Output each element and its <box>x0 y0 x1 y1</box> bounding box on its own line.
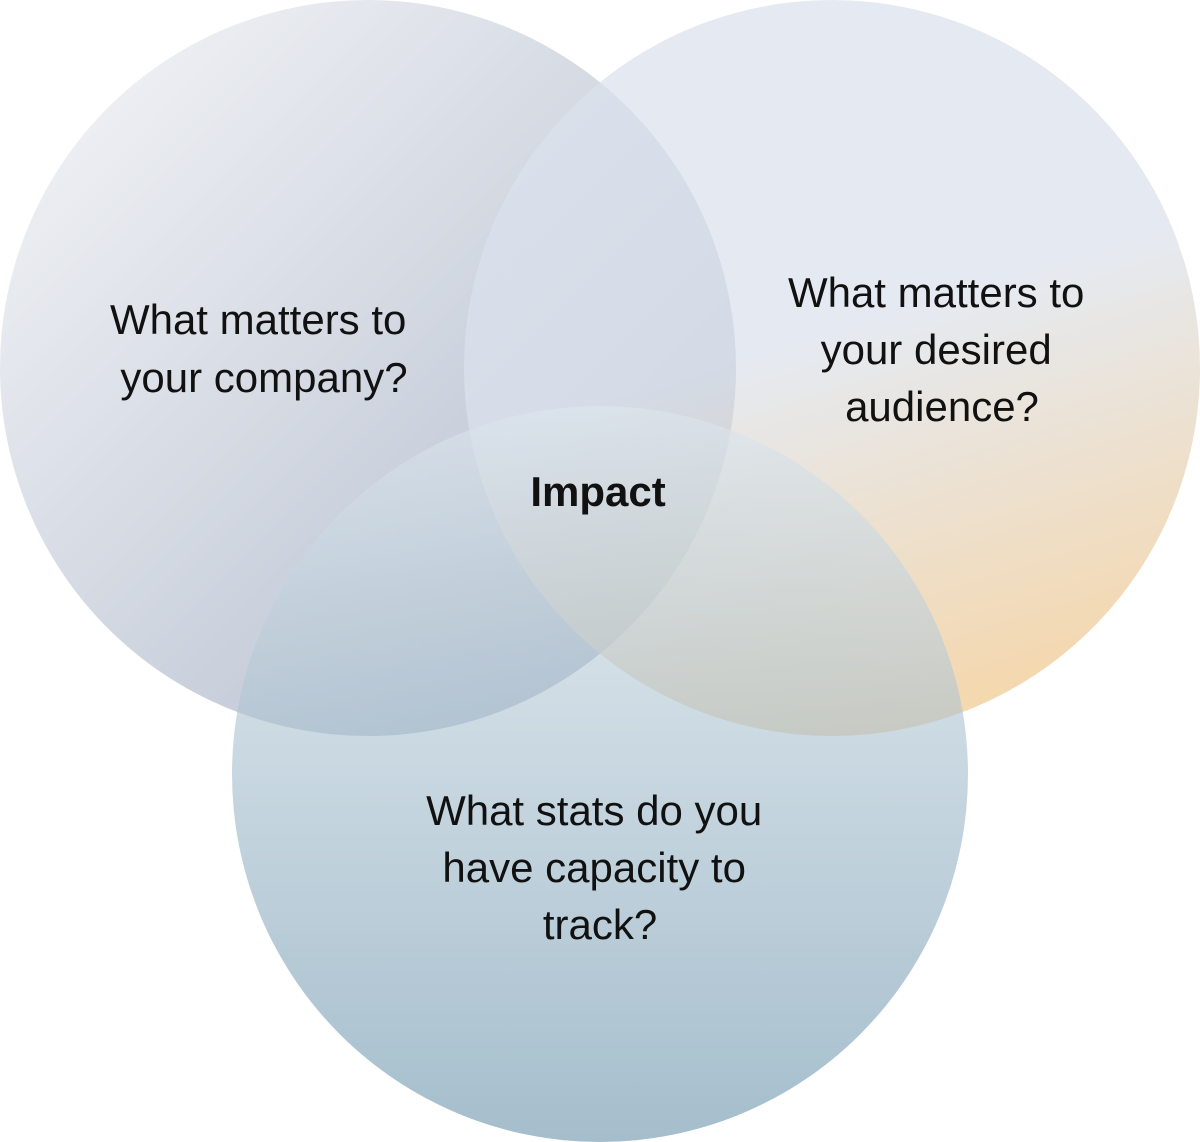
circle-stats <box>232 406 968 1142</box>
label-stats: What stats do you have capacity to track… <box>426 787 774 948</box>
center-label-impact: Impact <box>530 468 665 515</box>
label-company: What matters to your company? <box>110 296 418 401</box>
label-audience: What matters to your desired audience? <box>788 269 1096 430</box>
